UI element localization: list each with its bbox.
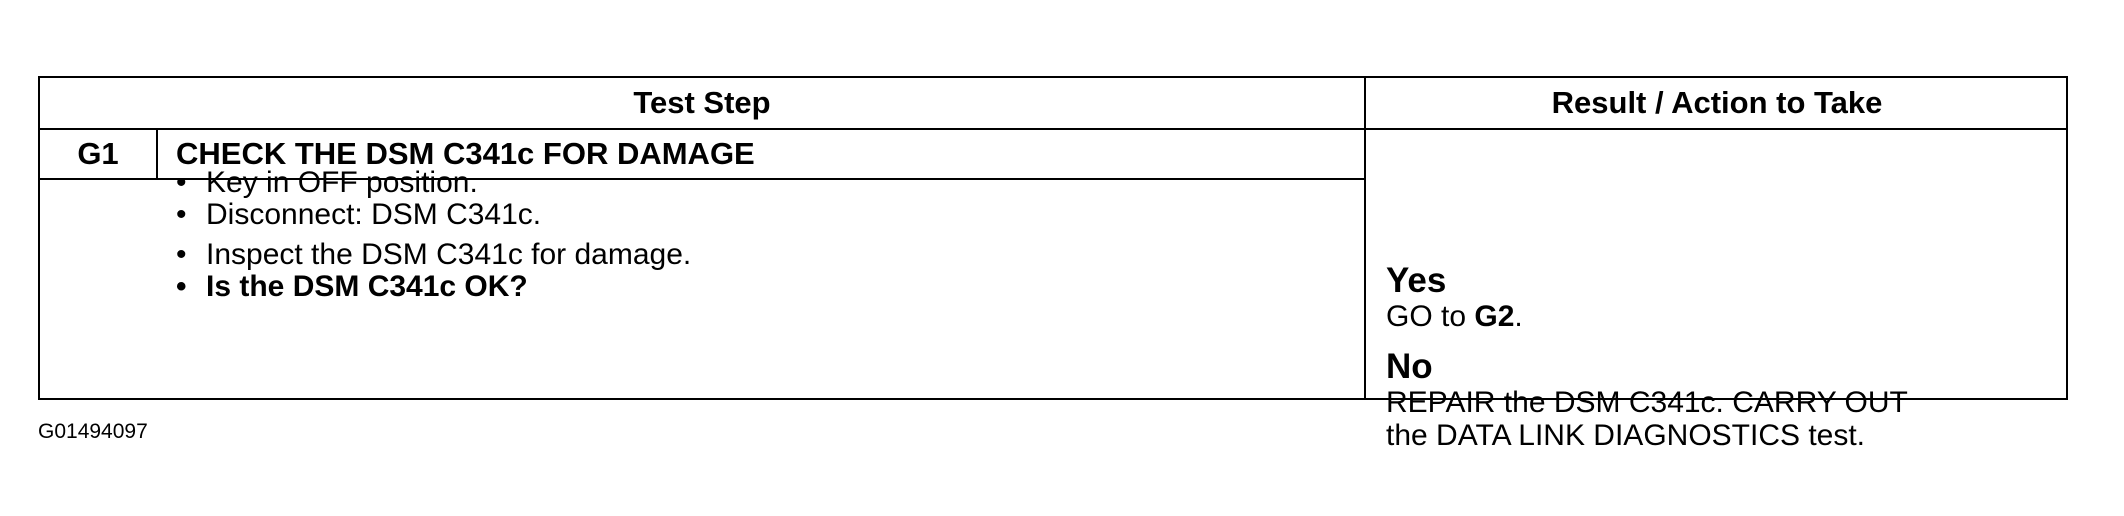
step-bullet-item: • Inspect the DSM C341c for damage. [176, 238, 691, 272]
bullet-icon: • [176, 166, 187, 199]
bullet-text: Key in OFF position. [206, 166, 478, 199]
question-text: Is the DSM C341c OK? [206, 270, 528, 303]
step-question: • Is the DSM C341c OK? [176, 270, 528, 304]
yes-action-prefix: GO to [1386, 300, 1475, 333]
header-test-step: Test Step [633, 85, 771, 120]
step-bullet-item: • Key in OFF position. [176, 166, 478, 200]
step-id: G1 [40, 130, 158, 178]
table-header-row: Test Step Result / Action to Take [40, 78, 2066, 130]
bullet-text: Disconnect: DSM C341c. [206, 198, 542, 231]
step-title: CHECK THE DSM C341c FOR DAMAGE [176, 136, 755, 171]
figure-id: G01494097 [38, 420, 148, 443]
yes-action-suffix: . [1514, 300, 1523, 333]
bullet-icon: • [176, 198, 187, 231]
step-title-row: G1 CHECK THE DSM C341c FOR DAMAGE [40, 130, 1364, 180]
step-bullet-item: • Disconnect: DSM C341c. [176, 198, 541, 232]
header-result-action: Result / Action to Take [1551, 85, 1883, 120]
result-no-action-line1: REPAIR the DSM C341c. CARRY OUT [1386, 386, 1908, 419]
result-yes-label: Yes [1386, 261, 1447, 300]
bullet-icon: • [176, 270, 187, 303]
result-no-action-line2: the DATA LINK DIAGNOSTICS test. [1386, 419, 1866, 452]
column-divider [1364, 78, 1366, 398]
diagnostic-table: Test Step Result / Action to Take G1 CHE… [38, 76, 2068, 452]
result-yes-action: GO to G2. [1386, 300, 1523, 333]
bullet-icon: • [176, 238, 187, 271]
bullet-text: Inspect the DSM C341c for damage. [206, 238, 692, 271]
yes-action-target: G2 [1474, 300, 1515, 333]
result-no-label: No [1386, 347, 1433, 386]
